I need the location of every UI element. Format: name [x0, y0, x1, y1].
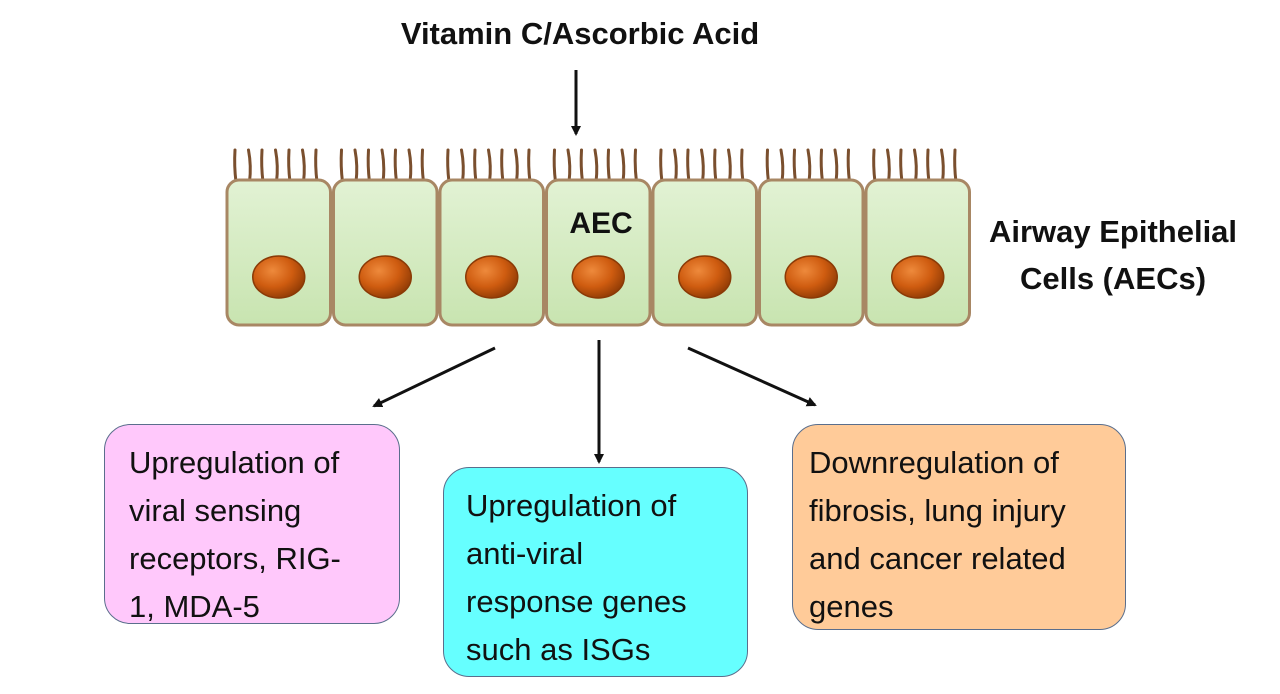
cilium — [606, 148, 611, 184]
airway-epithelial-cells-label: Airway Epithelial Cells (AECs) — [968, 208, 1258, 302]
cell-nucleus — [358, 255, 412, 299]
epithelial-cell — [864, 178, 971, 327]
cilium — [899, 148, 904, 184]
cilium — [886, 148, 891, 184]
cilium — [673, 148, 678, 184]
box-left-line-1: Upregulation of — [129, 445, 340, 480]
cilium — [473, 148, 478, 184]
cilium — [846, 148, 851, 184]
cilium — [579, 148, 584, 184]
epithelial-cell — [651, 178, 758, 327]
cilium — [233, 148, 238, 184]
cell-nucleus — [571, 255, 625, 299]
box-right-line-2: fibrosis, lung injury — [809, 493, 1066, 528]
cilium — [407, 148, 413, 184]
title-vitamin-c: Vitamin C/Ascorbic Acid — [400, 16, 760, 51]
cilium — [527, 148, 532, 184]
box-mid-line-3: response genes — [466, 584, 687, 619]
cilium — [713, 148, 718, 184]
cilium — [420, 148, 425, 184]
cilium — [659, 148, 664, 184]
cilium — [566, 148, 572, 184]
cilium — [380, 148, 386, 184]
cilium — [926, 148, 931, 184]
cilium — [819, 148, 824, 184]
cilium — [274, 148, 279, 184]
epithelial-cell — [545, 178, 652, 327]
box-right-line-4: genes — [809, 589, 894, 624]
box-right-line-3: and cancer related — [809, 541, 1066, 576]
box-mid-line-2: anti-viral — [466, 536, 584, 571]
box-anti-viral-response: Upregulation of anti-viral response gene… — [443, 467, 748, 677]
cilium — [366, 148, 371, 184]
cilium — [833, 148, 839, 184]
cilium — [314, 148, 319, 184]
cilium — [552, 148, 557, 184]
cilium — [260, 148, 265, 184]
cell-nucleus — [678, 255, 732, 299]
cell-nucleus — [784, 255, 838, 299]
cilium — [287, 148, 292, 184]
cell-nucleus — [252, 255, 306, 299]
epithelial-cell — [225, 178, 332, 327]
box-mid-line-1: Upregulation of — [466, 488, 677, 523]
box-viral-sensing-receptors: Upregulation of viral sensing receptors,… — [104, 424, 400, 624]
cilium — [792, 148, 797, 184]
cilium — [301, 148, 306, 184]
side-label-line-2: Cells (AECs) — [1019, 261, 1207, 296]
cilium — [727, 148, 732, 184]
cilium — [740, 148, 745, 184]
cilium — [700, 148, 705, 184]
cilium — [247, 148, 252, 184]
epithelial-cell — [438, 178, 545, 327]
cilium — [779, 148, 785, 184]
arrow-to-left-box — [372, 346, 496, 408]
cilium — [500, 148, 505, 184]
cilium — [487, 148, 492, 184]
epithelial-cell — [332, 178, 439, 327]
box-left-line-2: viral sensing — [129, 493, 302, 528]
cilium — [460, 148, 465, 184]
cilium — [953, 148, 958, 184]
cilium — [872, 148, 877, 184]
cilium — [633, 148, 638, 184]
cilium — [620, 148, 626, 184]
cilium — [913, 148, 918, 184]
cilium — [686, 148, 691, 184]
epithelial-cell — [758, 178, 865, 327]
cilium — [393, 148, 398, 184]
cilium — [514, 148, 519, 184]
cilium — [806, 148, 812, 184]
cell-nucleus — [465, 255, 519, 299]
box-downregulation-genes: Downregulation of fibrosis, lung injury … — [792, 424, 1126, 630]
arrow-to-right-box — [687, 346, 817, 407]
box-left-line-3: receptors, RIG- — [129, 541, 341, 576]
cell-nucleus — [891, 255, 945, 299]
cilia-group — [233, 148, 958, 184]
epithelial-cell-row — [225, 178, 971, 327]
cilium — [593, 148, 599, 184]
cilium — [339, 148, 344, 184]
side-label-line-1: Airway Epithelial — [988, 214, 1238, 249]
cilium — [940, 148, 945, 184]
box-left-line-4: 1, MDA-5 — [129, 589, 260, 624]
box-mid-line-4: such as ISGs — [466, 632, 651, 667]
box-right-line-1: Downregulation of — [809, 445, 1059, 480]
cilium — [765, 148, 770, 184]
cilium — [353, 148, 359, 184]
cilium — [446, 148, 451, 184]
aec-cell-label: AEC — [569, 207, 633, 240]
